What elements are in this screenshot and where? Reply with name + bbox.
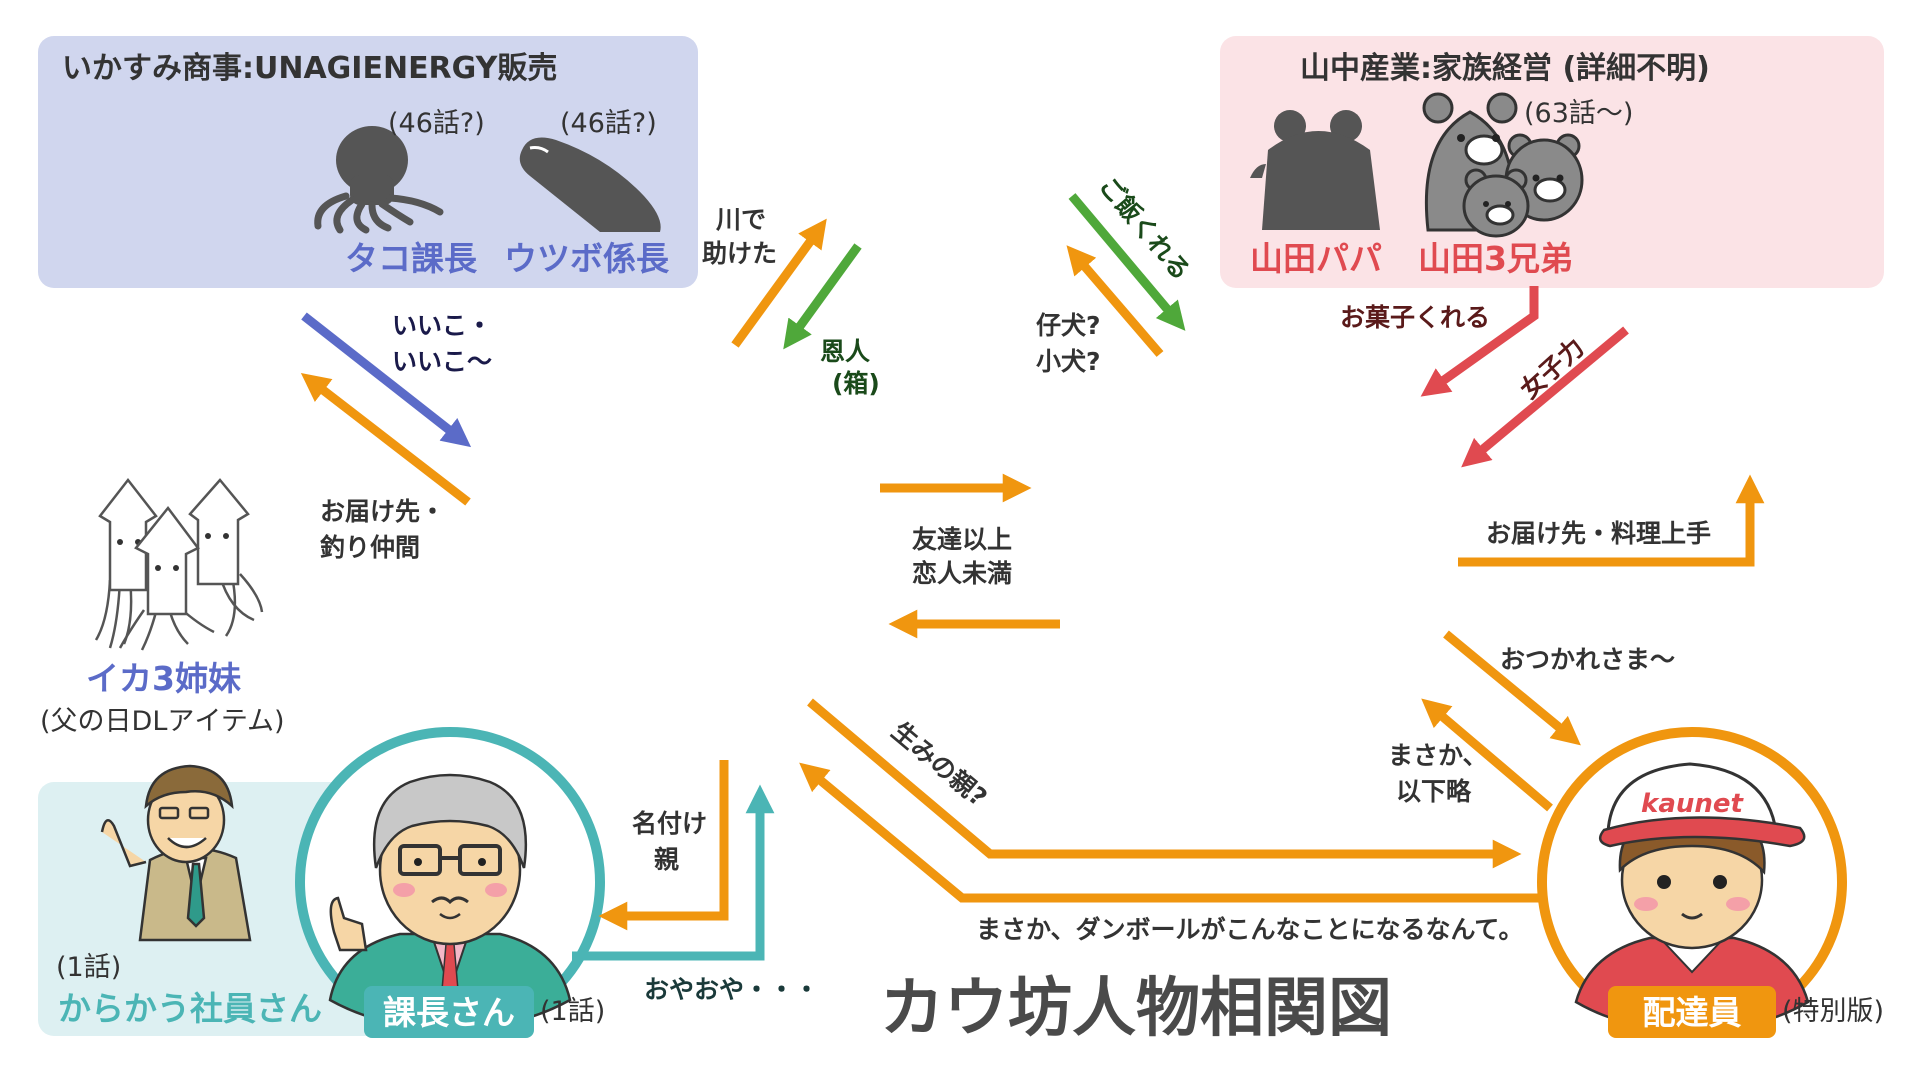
label-onjin-1: 恩人 xyxy=(820,337,870,366)
squid-sisters-icon xyxy=(94,477,264,651)
cap-logo-text: kaunet xyxy=(1641,789,1744,819)
label-kawa-2: 助けた xyxy=(702,239,777,268)
arrow-okashi xyxy=(1420,286,1539,397)
label-otodoke-tsuri-2: 釣り仲間 xyxy=(320,533,420,562)
brothers-name: 山田3兄弟 xyxy=(1418,239,1573,278)
label-okashi: お菓子くれる xyxy=(1340,303,1490,332)
karakau-episode: (1話) xyxy=(56,952,121,983)
ikasumi-group-title: いかすみ商事:UNAGIENERGY販売 xyxy=(62,51,557,86)
octopus-icon xyxy=(314,126,444,234)
label-masaka-1: まさか、 xyxy=(1388,741,1488,770)
arrow-umi xyxy=(807,698,1522,869)
arrow-otodoke-tsuri xyxy=(300,372,471,506)
haitatsu-name: 配達員 xyxy=(1643,993,1742,1032)
utsubo-name: ウツボ係長 xyxy=(504,239,670,278)
haitatsu-name-tag xyxy=(1608,986,1776,1038)
label-gohan: ご飯くれる xyxy=(1093,171,1196,285)
papa-name: 山田パパ xyxy=(1250,239,1382,278)
kachou-name-tag xyxy=(364,986,534,1038)
label-yuujin-1: 友達以上 xyxy=(912,525,1012,554)
arrow-gohan xyxy=(1068,193,1186,331)
arrow-masaka xyxy=(1421,698,1553,812)
yamanaka-group-title: 山中産業:家族経営 (詳細不明) xyxy=(1300,51,1710,86)
ika-name: イカ3姉妹 xyxy=(86,659,241,698)
bear-brothers-icon xyxy=(1422,92,1584,238)
label-otodoke-tsuri-1: お届け先・ xyxy=(320,497,445,526)
arrow-otodoke-ryouri xyxy=(1458,474,1765,567)
label-kawa-1: 川で xyxy=(716,205,766,234)
kachou-name: 課長さん xyxy=(383,993,515,1032)
tako-name: タコ課長 xyxy=(345,239,478,278)
label-masaka-2: 以下略 xyxy=(1396,777,1472,806)
brothers-episode: (63話〜) xyxy=(1524,98,1633,129)
label-nazuke-1: 名付け xyxy=(632,809,707,838)
label-otsukare: おつかれさま〜 xyxy=(1500,645,1675,674)
label-koinu-2: 小犬? xyxy=(1036,347,1101,376)
label-danbooru: まさか、ダンボールがこんなことになるなんて。 xyxy=(976,915,1524,944)
label-nazuke-2: 親 xyxy=(654,845,679,874)
label-onjin-2: (箱) xyxy=(832,369,880,398)
arrow-otsukare xyxy=(1443,630,1581,746)
diagram-title: カウ坊人物相関図 xyxy=(880,972,1392,1046)
moray-eel-icon xyxy=(519,137,661,232)
ika-note: (父の日DLアイテム) xyxy=(40,706,285,737)
label-otodoke-ryouri: お届け先・料理上手 xyxy=(1486,519,1711,548)
arrow-joshiryoku xyxy=(1461,326,1629,468)
utsubo-episode: (46話?) xyxy=(560,108,657,139)
label-yuujin-2: 恋人未満 xyxy=(912,559,1012,588)
arrow-onjin xyxy=(783,243,862,350)
karakau-name: からかう社員さん xyxy=(58,989,322,1028)
arrow-nazuke xyxy=(598,760,729,931)
arrow-kawa xyxy=(731,218,827,348)
label-koinu-1: 仔犬? xyxy=(1036,311,1101,340)
teasing-employee-icon xyxy=(100,764,252,942)
label-iiko-1: いいこ・ xyxy=(392,311,492,340)
haitatsu-note: (特別版) xyxy=(1782,996,1884,1027)
kachou-episode: (1話) xyxy=(540,996,605,1027)
arrow-koinu xyxy=(1066,245,1164,357)
label-oyaoya: おやおや・・・ xyxy=(644,975,819,1004)
arrow-oyaoya xyxy=(572,784,775,961)
arrow-iiko xyxy=(301,312,472,448)
arrow-danbooru xyxy=(799,762,1546,903)
label-iiko-2: いいこ〜 xyxy=(392,347,492,376)
tako-episode: (46話?) xyxy=(388,108,485,139)
papa-bear-icon xyxy=(1250,110,1380,230)
label-umi: 生みの親? xyxy=(886,716,992,812)
